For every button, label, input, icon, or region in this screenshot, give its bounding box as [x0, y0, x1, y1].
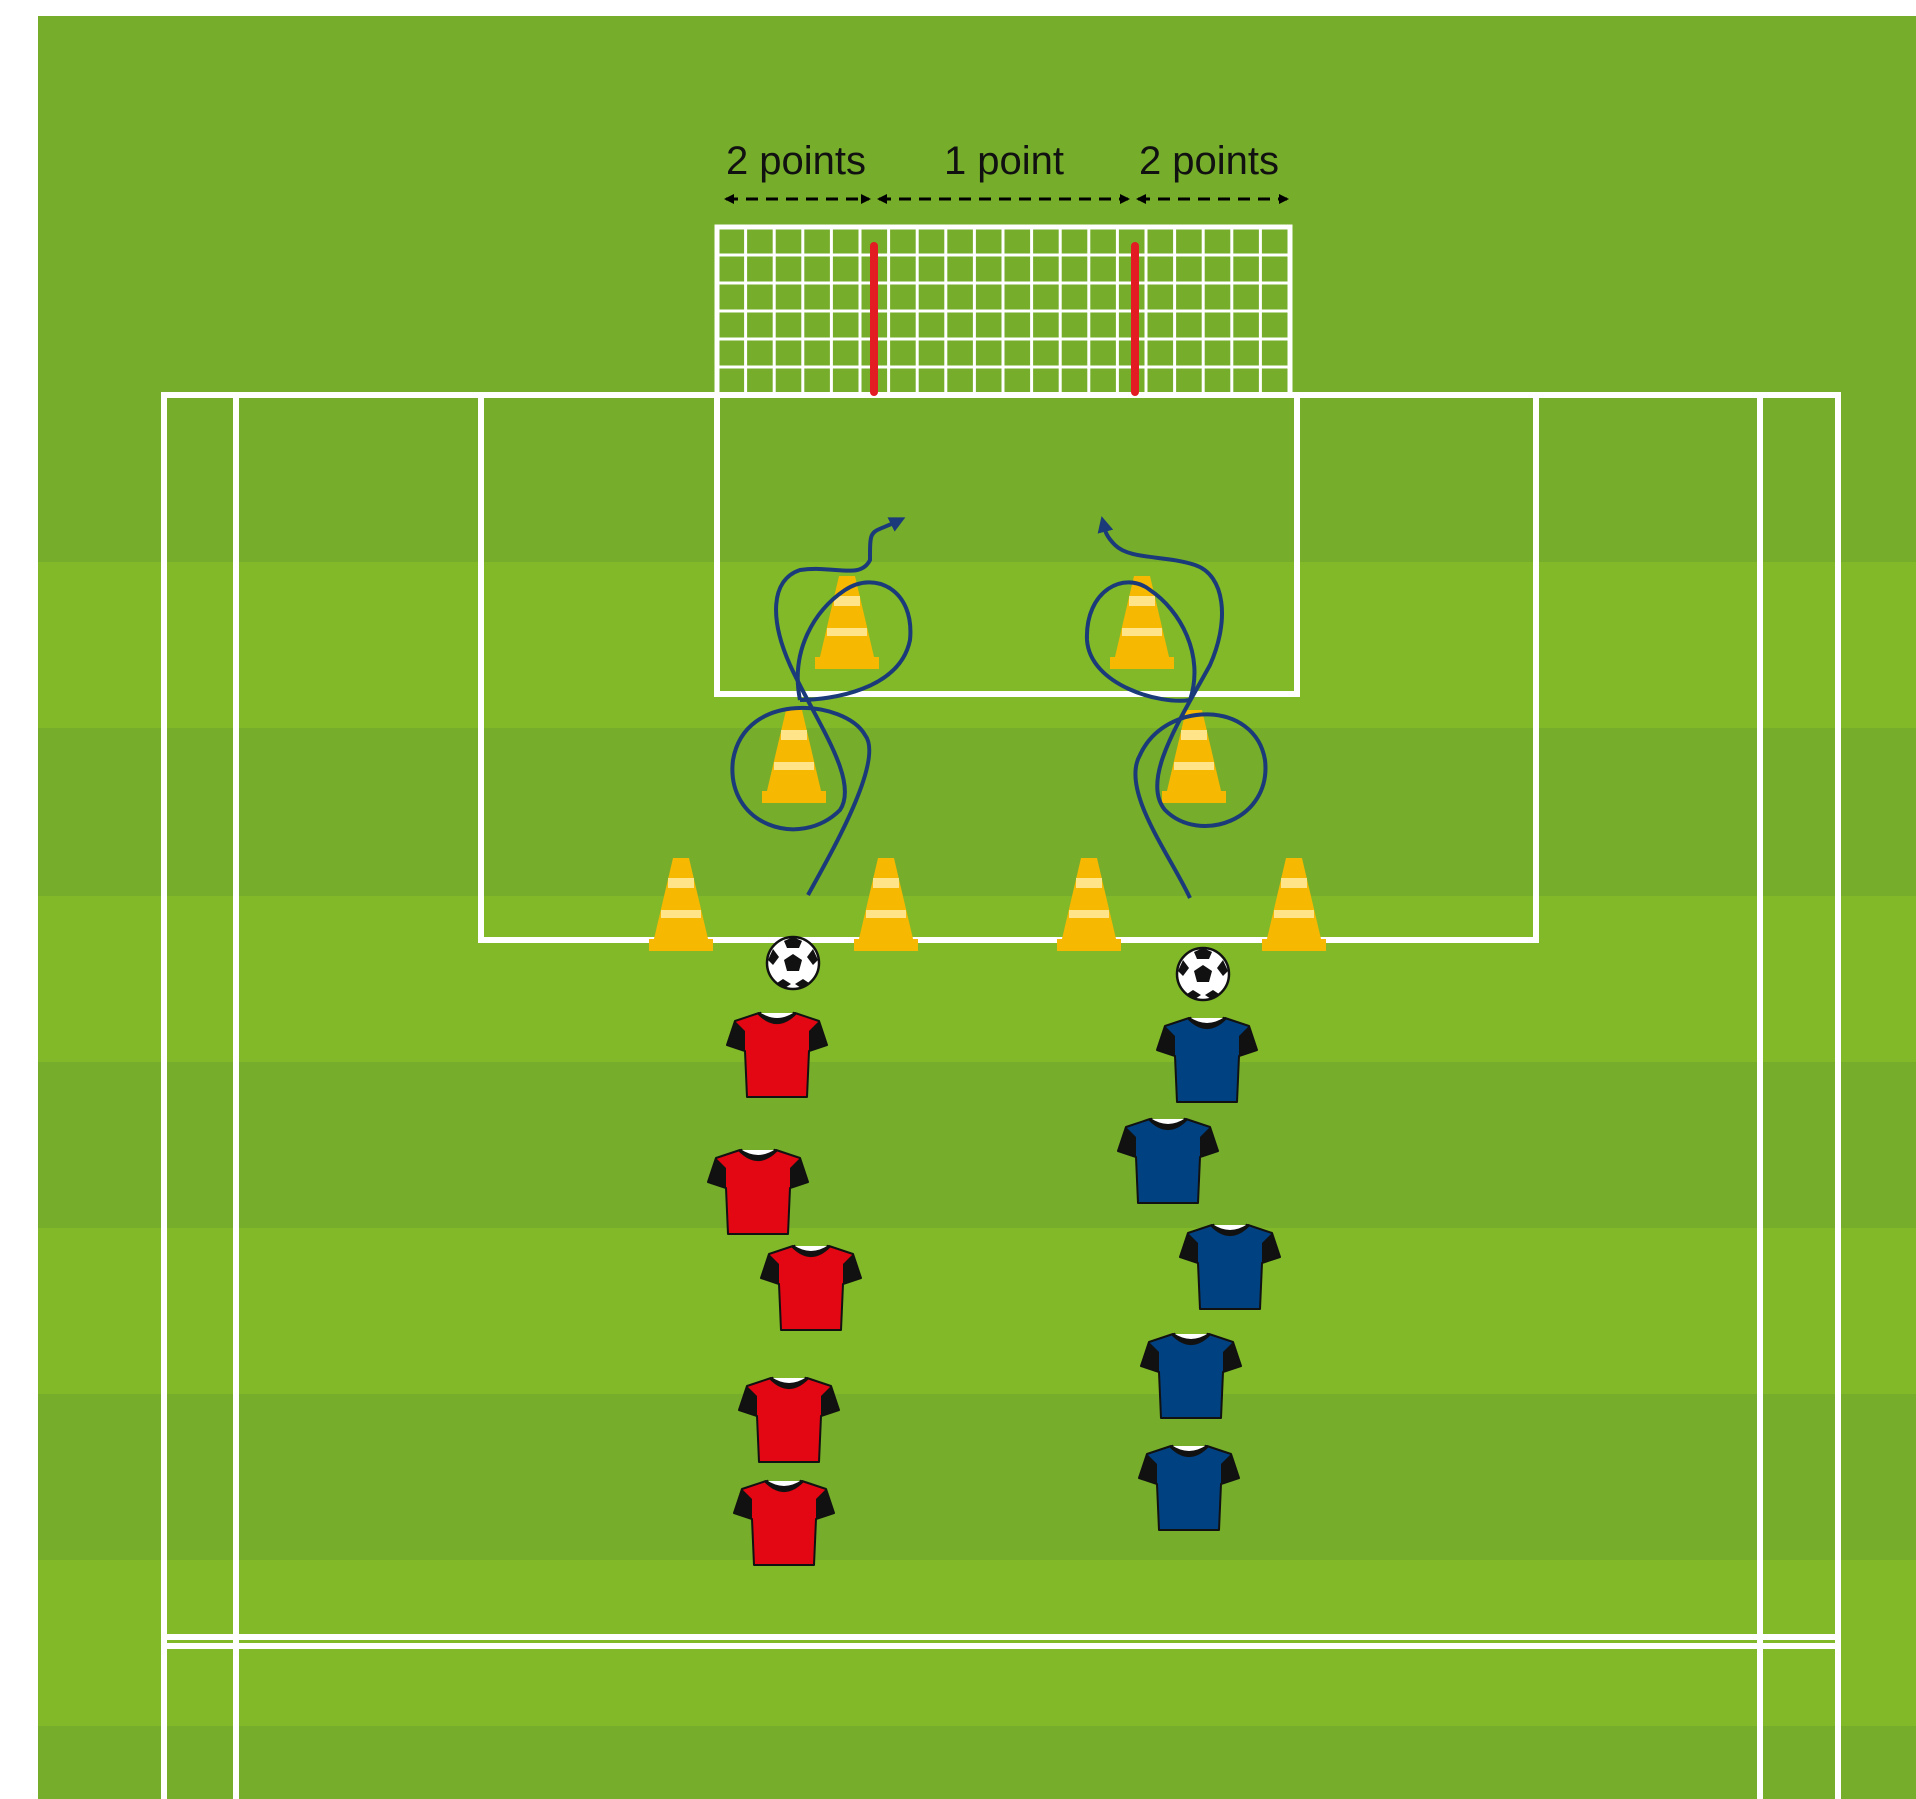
label-left-zone: 2 points [726, 139, 866, 183]
goal-net [717, 227, 1290, 395]
label-right-zone: 2 points [1139, 139, 1279, 183]
soccer-ball-icon [1177, 948, 1229, 1000]
soccer-ball-icon [767, 937, 819, 989]
label-center-zone: 1 point [944, 139, 1064, 183]
goal [717, 227, 1290, 395]
